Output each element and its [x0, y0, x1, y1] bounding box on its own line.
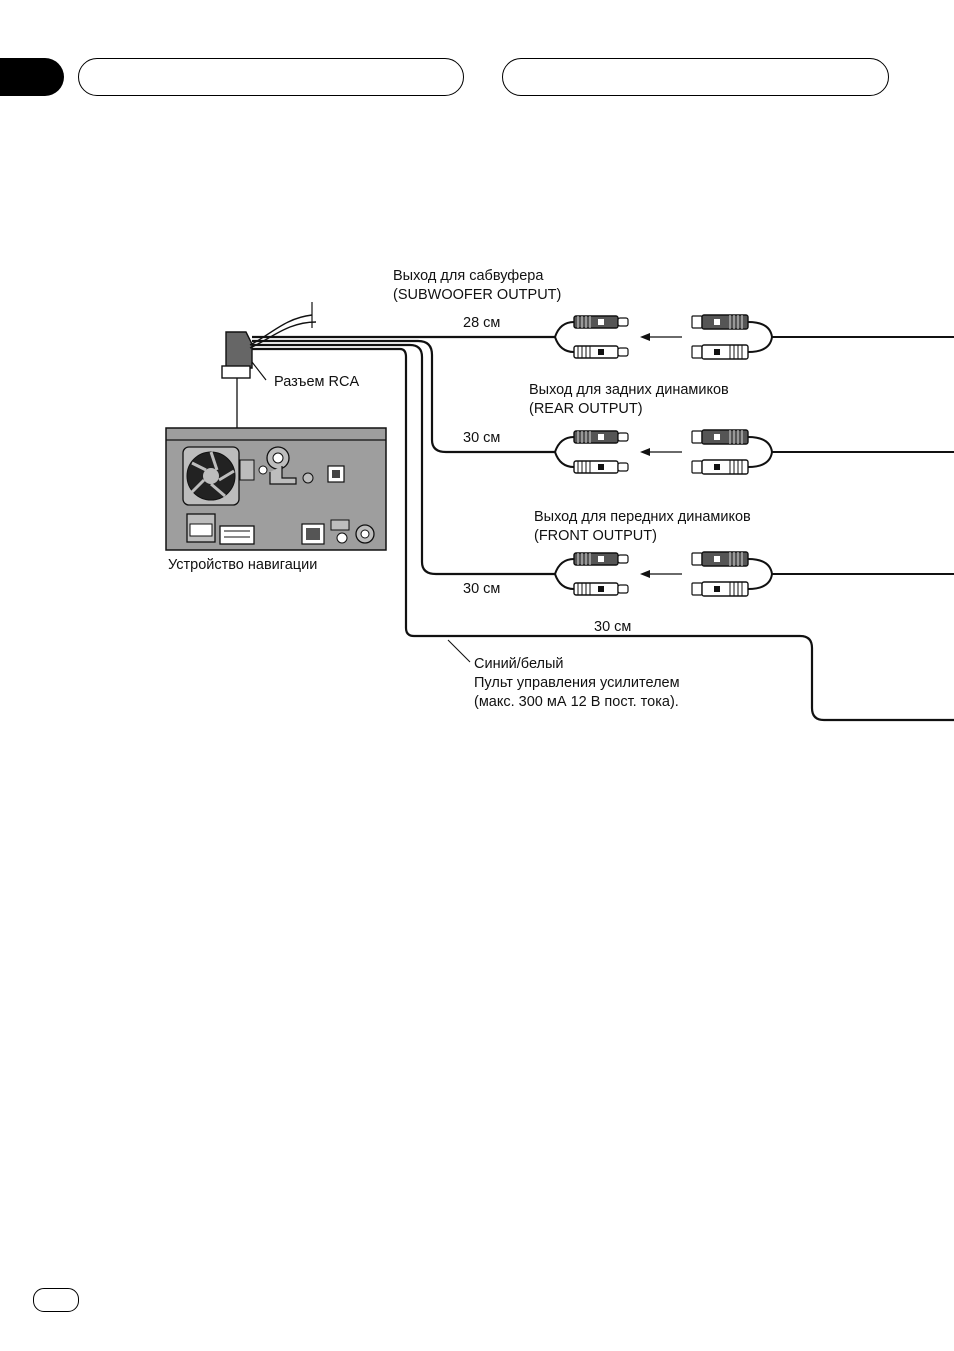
subwoofer-plug-right	[574, 346, 628, 358]
remote-spec-label: (макс. 300 мА 12 В пост. тока).	[474, 693, 679, 711]
navigation-unit-label: Устройство навигации	[168, 556, 317, 574]
rear-label-ru: Выход для задних динамиков	[529, 381, 729, 399]
remote-color-label: Синий/белый	[474, 655, 564, 673]
rear-plug-right	[574, 461, 628, 473]
subwoofer-output-pair	[555, 315, 954, 359]
rear-length: 30 см	[463, 429, 500, 447]
navigation-unit	[166, 428, 386, 550]
rear-socket-left	[692, 430, 748, 444]
front-socket-left	[692, 552, 748, 566]
rear-plug-left	[574, 431, 628, 443]
front-plug-right	[574, 583, 628, 595]
subwoofer-socket-left	[692, 315, 748, 329]
remote-leader-line	[448, 640, 470, 662]
subwoofer-label-ru: Выход для сабвуфера	[393, 267, 543, 285]
subwoofer-label-en: (SUBWOOFER OUTPUT)	[393, 286, 561, 304]
rear-label-en: (REAR OUTPUT)	[529, 400, 643, 418]
front-socket-right	[692, 582, 748, 596]
remote-length: 30 см	[594, 618, 631, 636]
front-label-en: (FRONT OUTPUT)	[534, 527, 657, 545]
page-language-badge	[33, 1288, 79, 1312]
rear-output-pair	[555, 430, 954, 474]
remote-desc-label: Пульт управления усилителем	[474, 674, 680, 692]
front-plug-left	[574, 553, 628, 565]
front-label-ru: Выход для передних динамиков	[534, 508, 751, 526]
subwoofer-socket-right	[692, 345, 748, 359]
front-length: 30 см	[463, 580, 500, 598]
subwoofer-length: 28 см	[463, 314, 500, 332]
subwoofer-plug-left	[574, 316, 628, 328]
rca-connector-label: Разъем RCA	[274, 373, 359, 391]
rear-socket-right	[692, 460, 748, 474]
front-output-pair	[555, 552, 954, 596]
